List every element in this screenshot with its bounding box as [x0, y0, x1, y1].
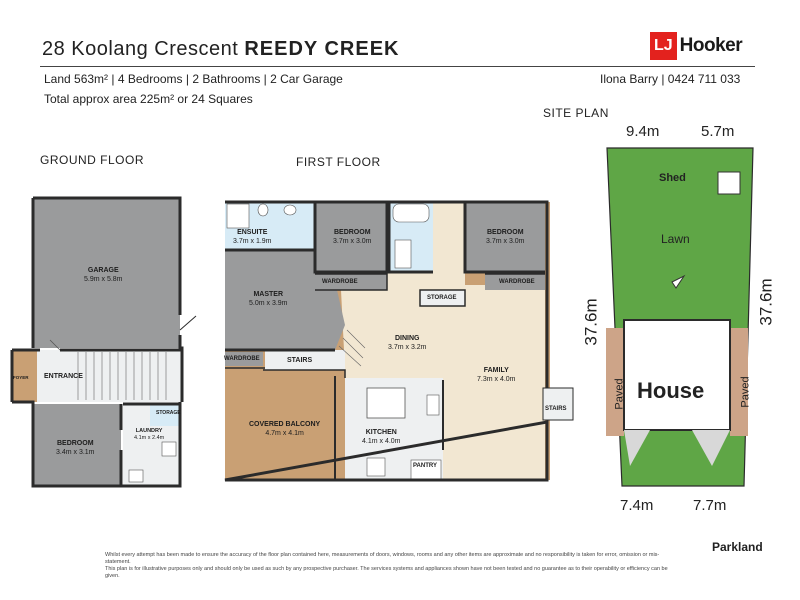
- shed-box: [717, 171, 741, 195]
- bedroom3-floor: [465, 202, 545, 272]
- wardrobe2-label: WARDROBE: [322, 279, 358, 285]
- bedroom2-floor: [315, 202, 387, 272]
- ground-floor-plan: [10, 196, 197, 488]
- bathtub: [392, 203, 430, 223]
- agent-contact: Ilona Barry | 0424 711 033: [600, 72, 741, 86]
- address-street: 28 Koolang Crescent: [42, 38, 239, 60]
- paved-left-label: Paved: [613, 378, 626, 410]
- hall-floor: [433, 202, 465, 285]
- site-plan: [606, 147, 754, 487]
- property-address: 28 Koolang Crescent REEDY CREEK: [42, 38, 399, 61]
- site-bottom-right-dim: 7.7m: [693, 497, 727, 514]
- wardrobe2-floor: [315, 274, 387, 290]
- disclaimer-line1: Whilst every attempt has been made to en…: [105, 552, 660, 565]
- pantry-label: PANTRY: [413, 463, 437, 469]
- garage-floor: [33, 198, 180, 348]
- disclaimer-line2: This plan is for illustrative purposes o…: [105, 566, 668, 579]
- foyer-floor: [12, 350, 37, 402]
- site-right-dim: 37.6m: [756, 278, 776, 326]
- lj-hooker-logo: LJ Hooker: [650, 32, 743, 60]
- master-floor: [225, 250, 345, 350]
- first-stairs: [338, 329, 366, 367]
- ground-bedroom-floor: [33, 404, 121, 486]
- north-arrow: [671, 274, 686, 289]
- logo-lj: LJ: [650, 32, 677, 60]
- first-floor-title: FIRST FLOOR: [296, 155, 381, 169]
- parkland-label: Parkland: [712, 540, 763, 554]
- ground-stairs: [77, 352, 167, 400]
- ground-walls: [10, 196, 184, 488]
- site-top-left-dim: 9.4m: [626, 123, 660, 140]
- cooktop: [366, 457, 386, 477]
- ext-stairs-box: [542, 387, 574, 421]
- entrance-floor: [12, 350, 182, 402]
- storage-floor: [420, 290, 465, 306]
- toilet: [257, 203, 269, 217]
- first-floor-plan: [224, 200, 574, 482]
- washer: [128, 469, 144, 483]
- laundry-tub: [161, 441, 177, 457]
- paved-right-label: Paved: [739, 376, 752, 408]
- first-storage-label: STORAGE: [427, 295, 457, 301]
- ground-floor-title: GROUND FLOOR: [40, 153, 145, 167]
- address-suburb: REEDY CREEK: [244, 38, 400, 60]
- house-box: [623, 319, 731, 431]
- site-bottom-left-dim: 7.4m: [620, 497, 654, 514]
- shed-label: Shed: [659, 172, 686, 184]
- house-label: House: [637, 378, 705, 403]
- driveway-right: [692, 430, 730, 466]
- fridge: [426, 394, 440, 416]
- lawn-label: Lawn: [661, 232, 690, 246]
- ext-stairs-label: STAIRS: [545, 406, 567, 412]
- wardrobe1-label: WARDROBE: [224, 356, 260, 362]
- shower: [226, 203, 250, 229]
- site-top-right-dim: 5.7m: [701, 123, 735, 140]
- stairs-label: STAIRS: [287, 357, 313, 364]
- paved-left: [606, 328, 624, 436]
- stairs-floor: [265, 350, 345, 370]
- foyer-label: FOYER: [13, 375, 29, 380]
- logo-hooker: Hooker: [679, 35, 743, 56]
- first-walls: [224, 200, 549, 482]
- basin: [283, 204, 297, 216]
- ground-storage-label: STORAGE: [156, 410, 181, 416]
- wardrobe1-floor: [225, 352, 263, 366]
- storage-floor: [150, 404, 180, 426]
- header-divider: [40, 66, 755, 67]
- property-area: Total approx area 225m² or 24 Squares: [44, 92, 253, 106]
- entrance-label: ENTRANCE: [44, 373, 83, 380]
- driveway-left: [624, 430, 650, 466]
- vanity: [394, 239, 412, 269]
- wardrobe3-label: WARDROBE: [499, 279, 535, 285]
- wardrobe3-floor: [485, 274, 545, 290]
- site-left-dim: 37.6m: [581, 298, 601, 346]
- property-summary: Land 563m² | 4 Bedrooms | 2 Bathrooms | …: [44, 72, 343, 86]
- paved-right: [730, 328, 748, 436]
- site-plan-title: SITE PLAN: [543, 106, 609, 120]
- kitchen-island: [366, 387, 406, 419]
- disclaimer: Whilst every attempt has been made to en…: [105, 552, 675, 580]
